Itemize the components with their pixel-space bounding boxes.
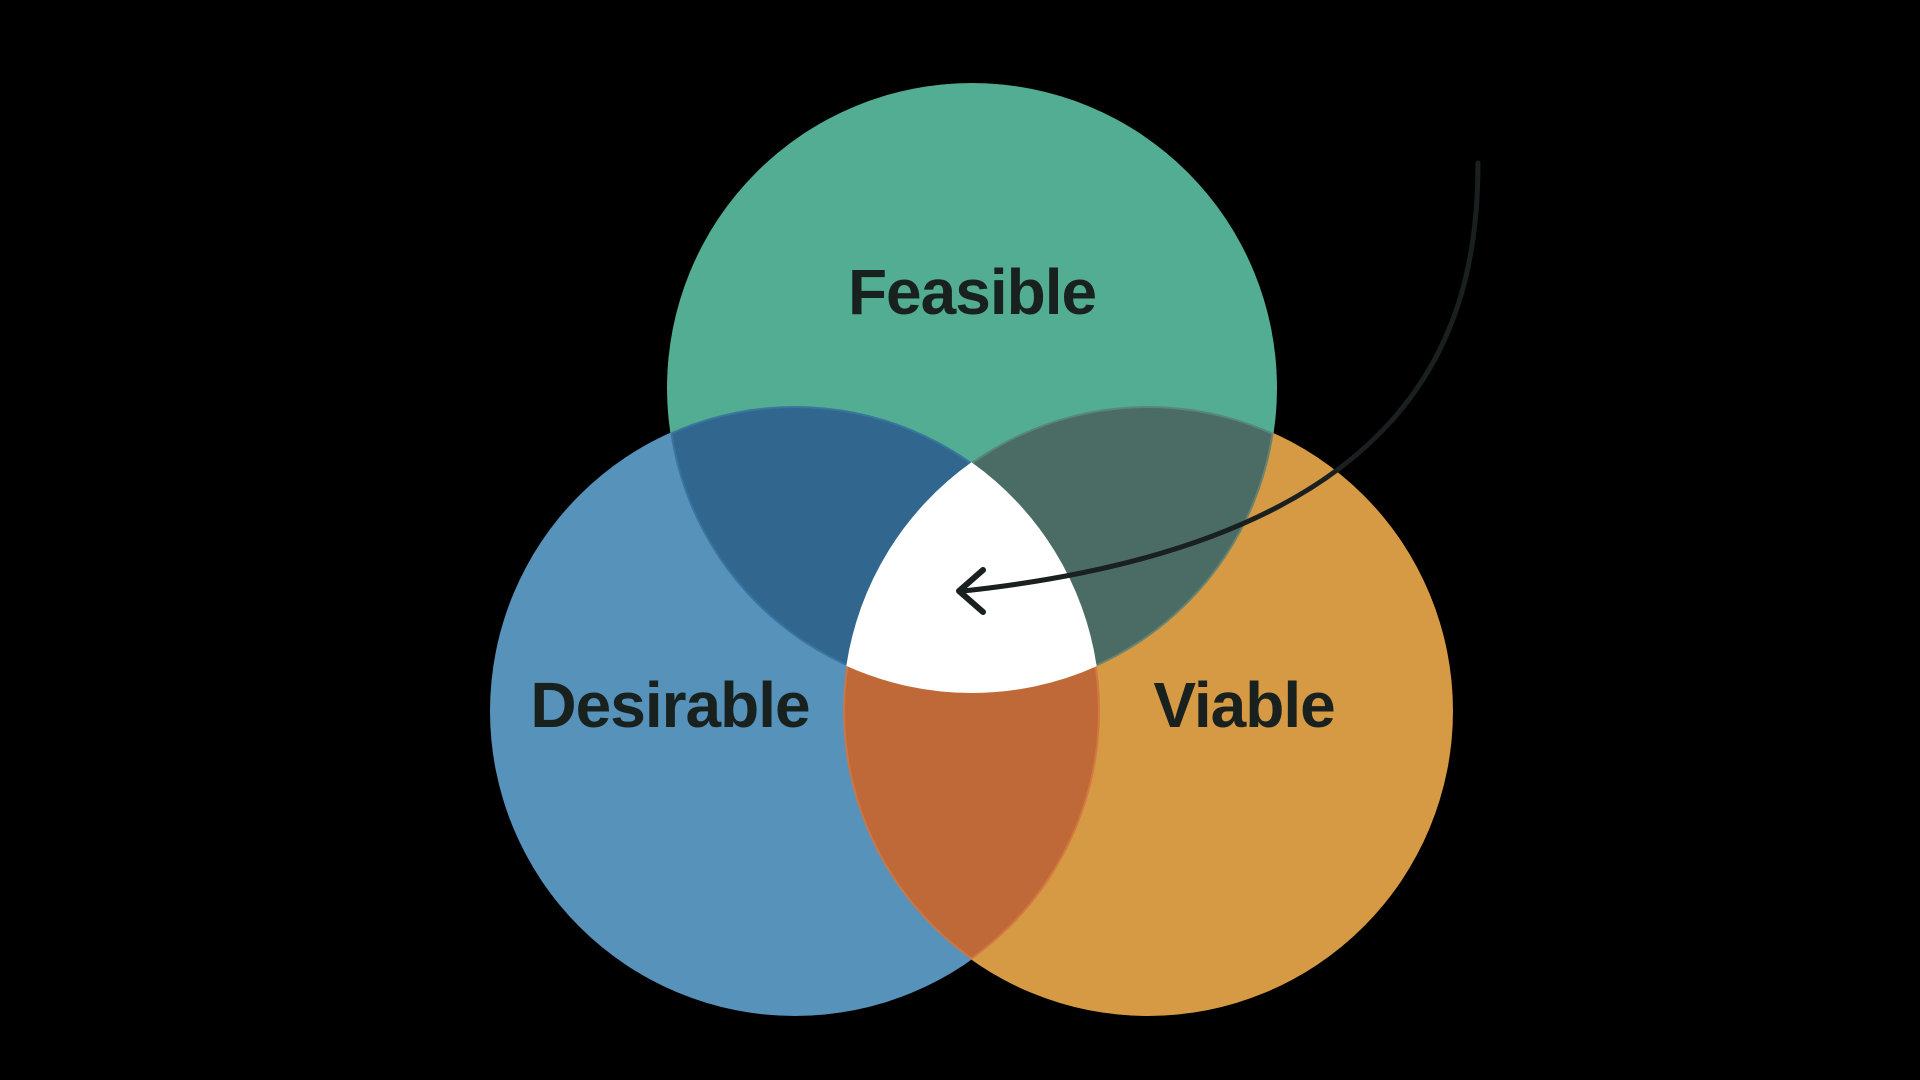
pointer-arrow <box>956 160 1481 615</box>
overlap-feasible-desirable <box>667 406 1100 693</box>
arrow-shaft <box>960 160 1481 594</box>
label-viable: Viable <box>1153 669 1334 741</box>
label-feasible: Feasible <box>848 256 1096 328</box>
overlap-feasible-viable <box>843 406 1277 693</box>
arrow-head-icon <box>956 567 986 615</box>
venn-diagram: Feasible Desirable Viable <box>490 83 1453 1016</box>
label-desirable: Desirable <box>530 669 809 741</box>
